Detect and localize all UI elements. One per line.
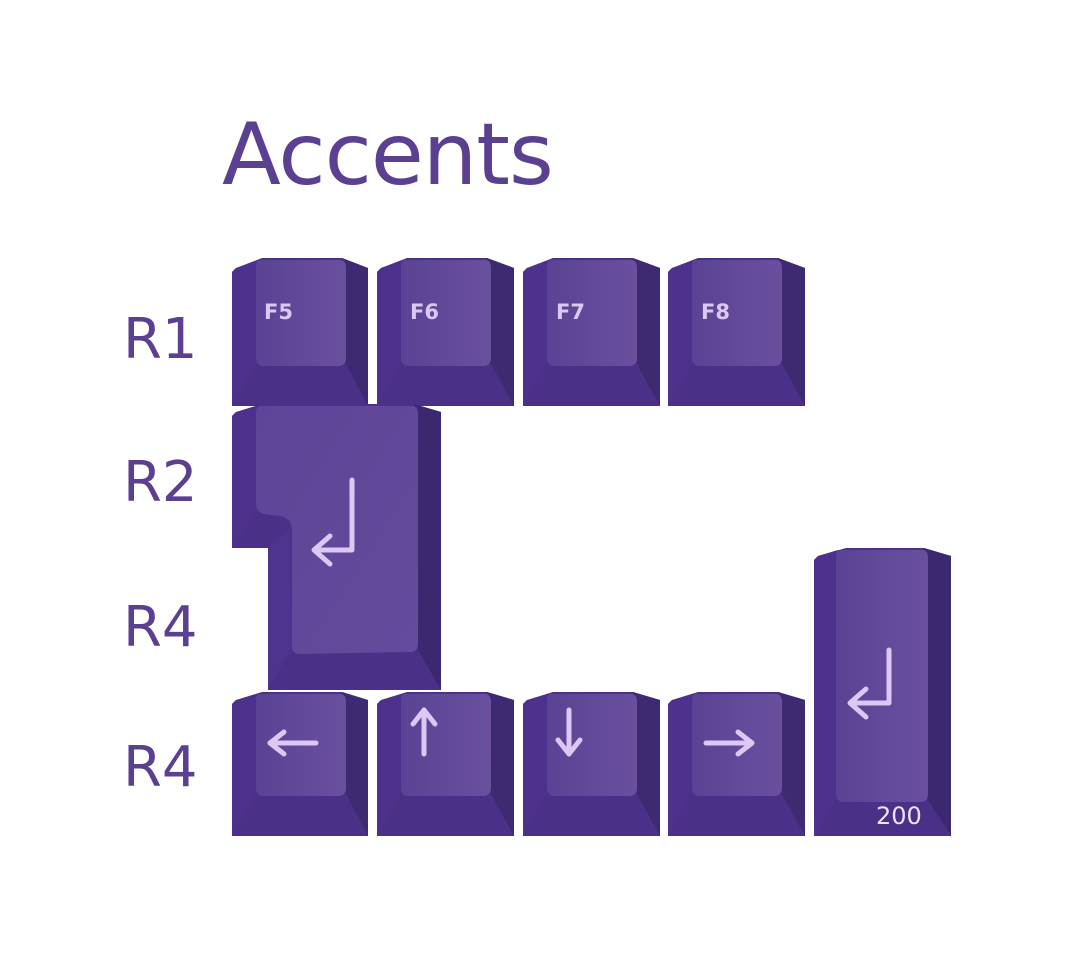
- enter-arrow-icon: [847, 647, 892, 720]
- key-f6[interactable]: F6: [377, 258, 514, 406]
- key-f5[interactable]: F5: [232, 258, 368, 406]
- key-numpad-enter[interactable]: 200: [814, 548, 951, 836]
- key-iso-enter[interactable]: [232, 404, 441, 690]
- arrow-down-icon: [555, 707, 583, 757]
- page-title: Accents: [222, 105, 554, 205]
- arrow-up-icon: [410, 707, 438, 757]
- key-f7[interactable]: F7: [523, 258, 660, 406]
- row-label-r2: R2: [123, 450, 198, 515]
- arrow-left-icon: [267, 729, 319, 757]
- key-f5-legend: F5: [264, 300, 293, 324]
- key-arrow-down[interactable]: [523, 692, 660, 836]
- row-label-r4: R4: [123, 595, 198, 660]
- key-f6-legend: F6: [410, 300, 439, 324]
- arrow-right-icon: [703, 729, 755, 757]
- row-label-r4-bottom: R4: [123, 735, 198, 800]
- key-arrow-left[interactable]: [232, 692, 368, 836]
- key-f8-legend: F8: [701, 300, 730, 324]
- key-f7-legend: F7: [556, 300, 585, 324]
- key-f8[interactable]: F8: [668, 258, 805, 406]
- enter-arrow-icon: [311, 477, 355, 567]
- key-arrow-up[interactable]: [377, 692, 514, 836]
- key-size-label: 200: [876, 802, 922, 830]
- row-label-r1: R1: [123, 307, 198, 372]
- key-arrow-right[interactable]: [668, 692, 805, 836]
